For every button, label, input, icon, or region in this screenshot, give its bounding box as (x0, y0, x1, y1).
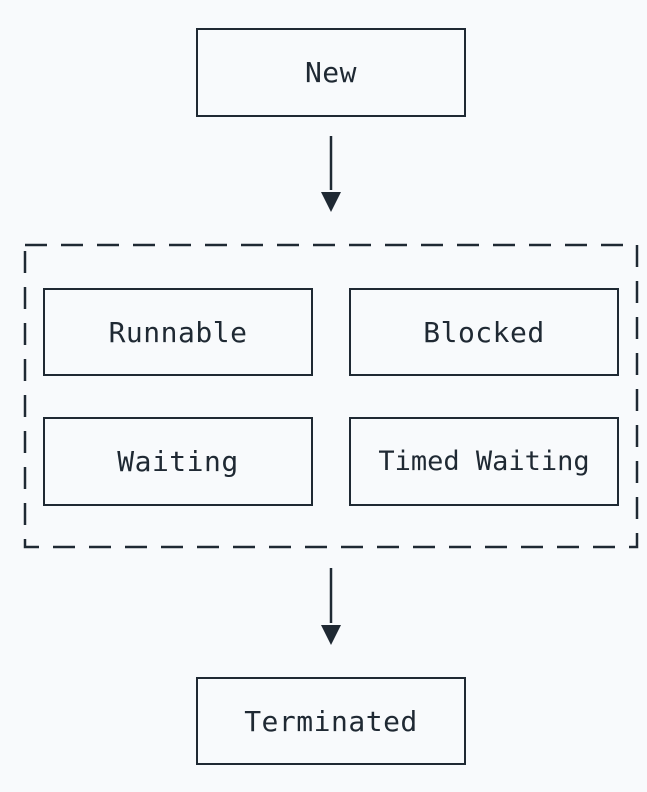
arrow-group-to-terminated-head (321, 625, 341, 645)
state-blocked: Blocked (349, 288, 619, 376)
state-runnable-label: Runnable (108, 315, 248, 349)
state-timed-waiting: Timed Waiting (349, 417, 619, 506)
state-waiting: Waiting (43, 417, 313, 506)
state-waiting-label: Waiting (117, 445, 239, 478)
arrow-new-to-group-head (321, 192, 341, 212)
state-terminated: Terminated (196, 677, 466, 765)
state-terminated-label: Terminated (244, 704, 418, 738)
state-new: New (196, 28, 466, 117)
state-blocked-label: Blocked (423, 315, 545, 349)
active-states-group (23, 243, 639, 549)
state-new-label: New (304, 56, 358, 89)
state-timed-waiting-label: Timed Waiting (378, 446, 590, 477)
state-runnable: Runnable (43, 288, 313, 376)
